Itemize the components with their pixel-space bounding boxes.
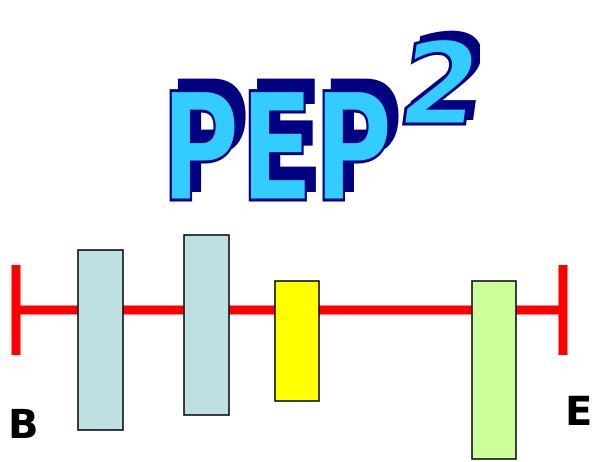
logo-word: PEP — [161, 61, 393, 225]
pep2-logo: PEP PEP 2 2 — [160, 11, 480, 225]
end-label: E — [565, 389, 593, 435]
block-1 — [77, 249, 124, 431]
logo-superscript-shadow: 2 — [398, 13, 480, 146]
block-2 — [183, 234, 230, 416]
block-3 — [274, 280, 320, 402]
logo-word-shadow: PEP — [169, 51, 401, 225]
start-label: B — [8, 402, 39, 448]
block-4 — [471, 280, 517, 460]
